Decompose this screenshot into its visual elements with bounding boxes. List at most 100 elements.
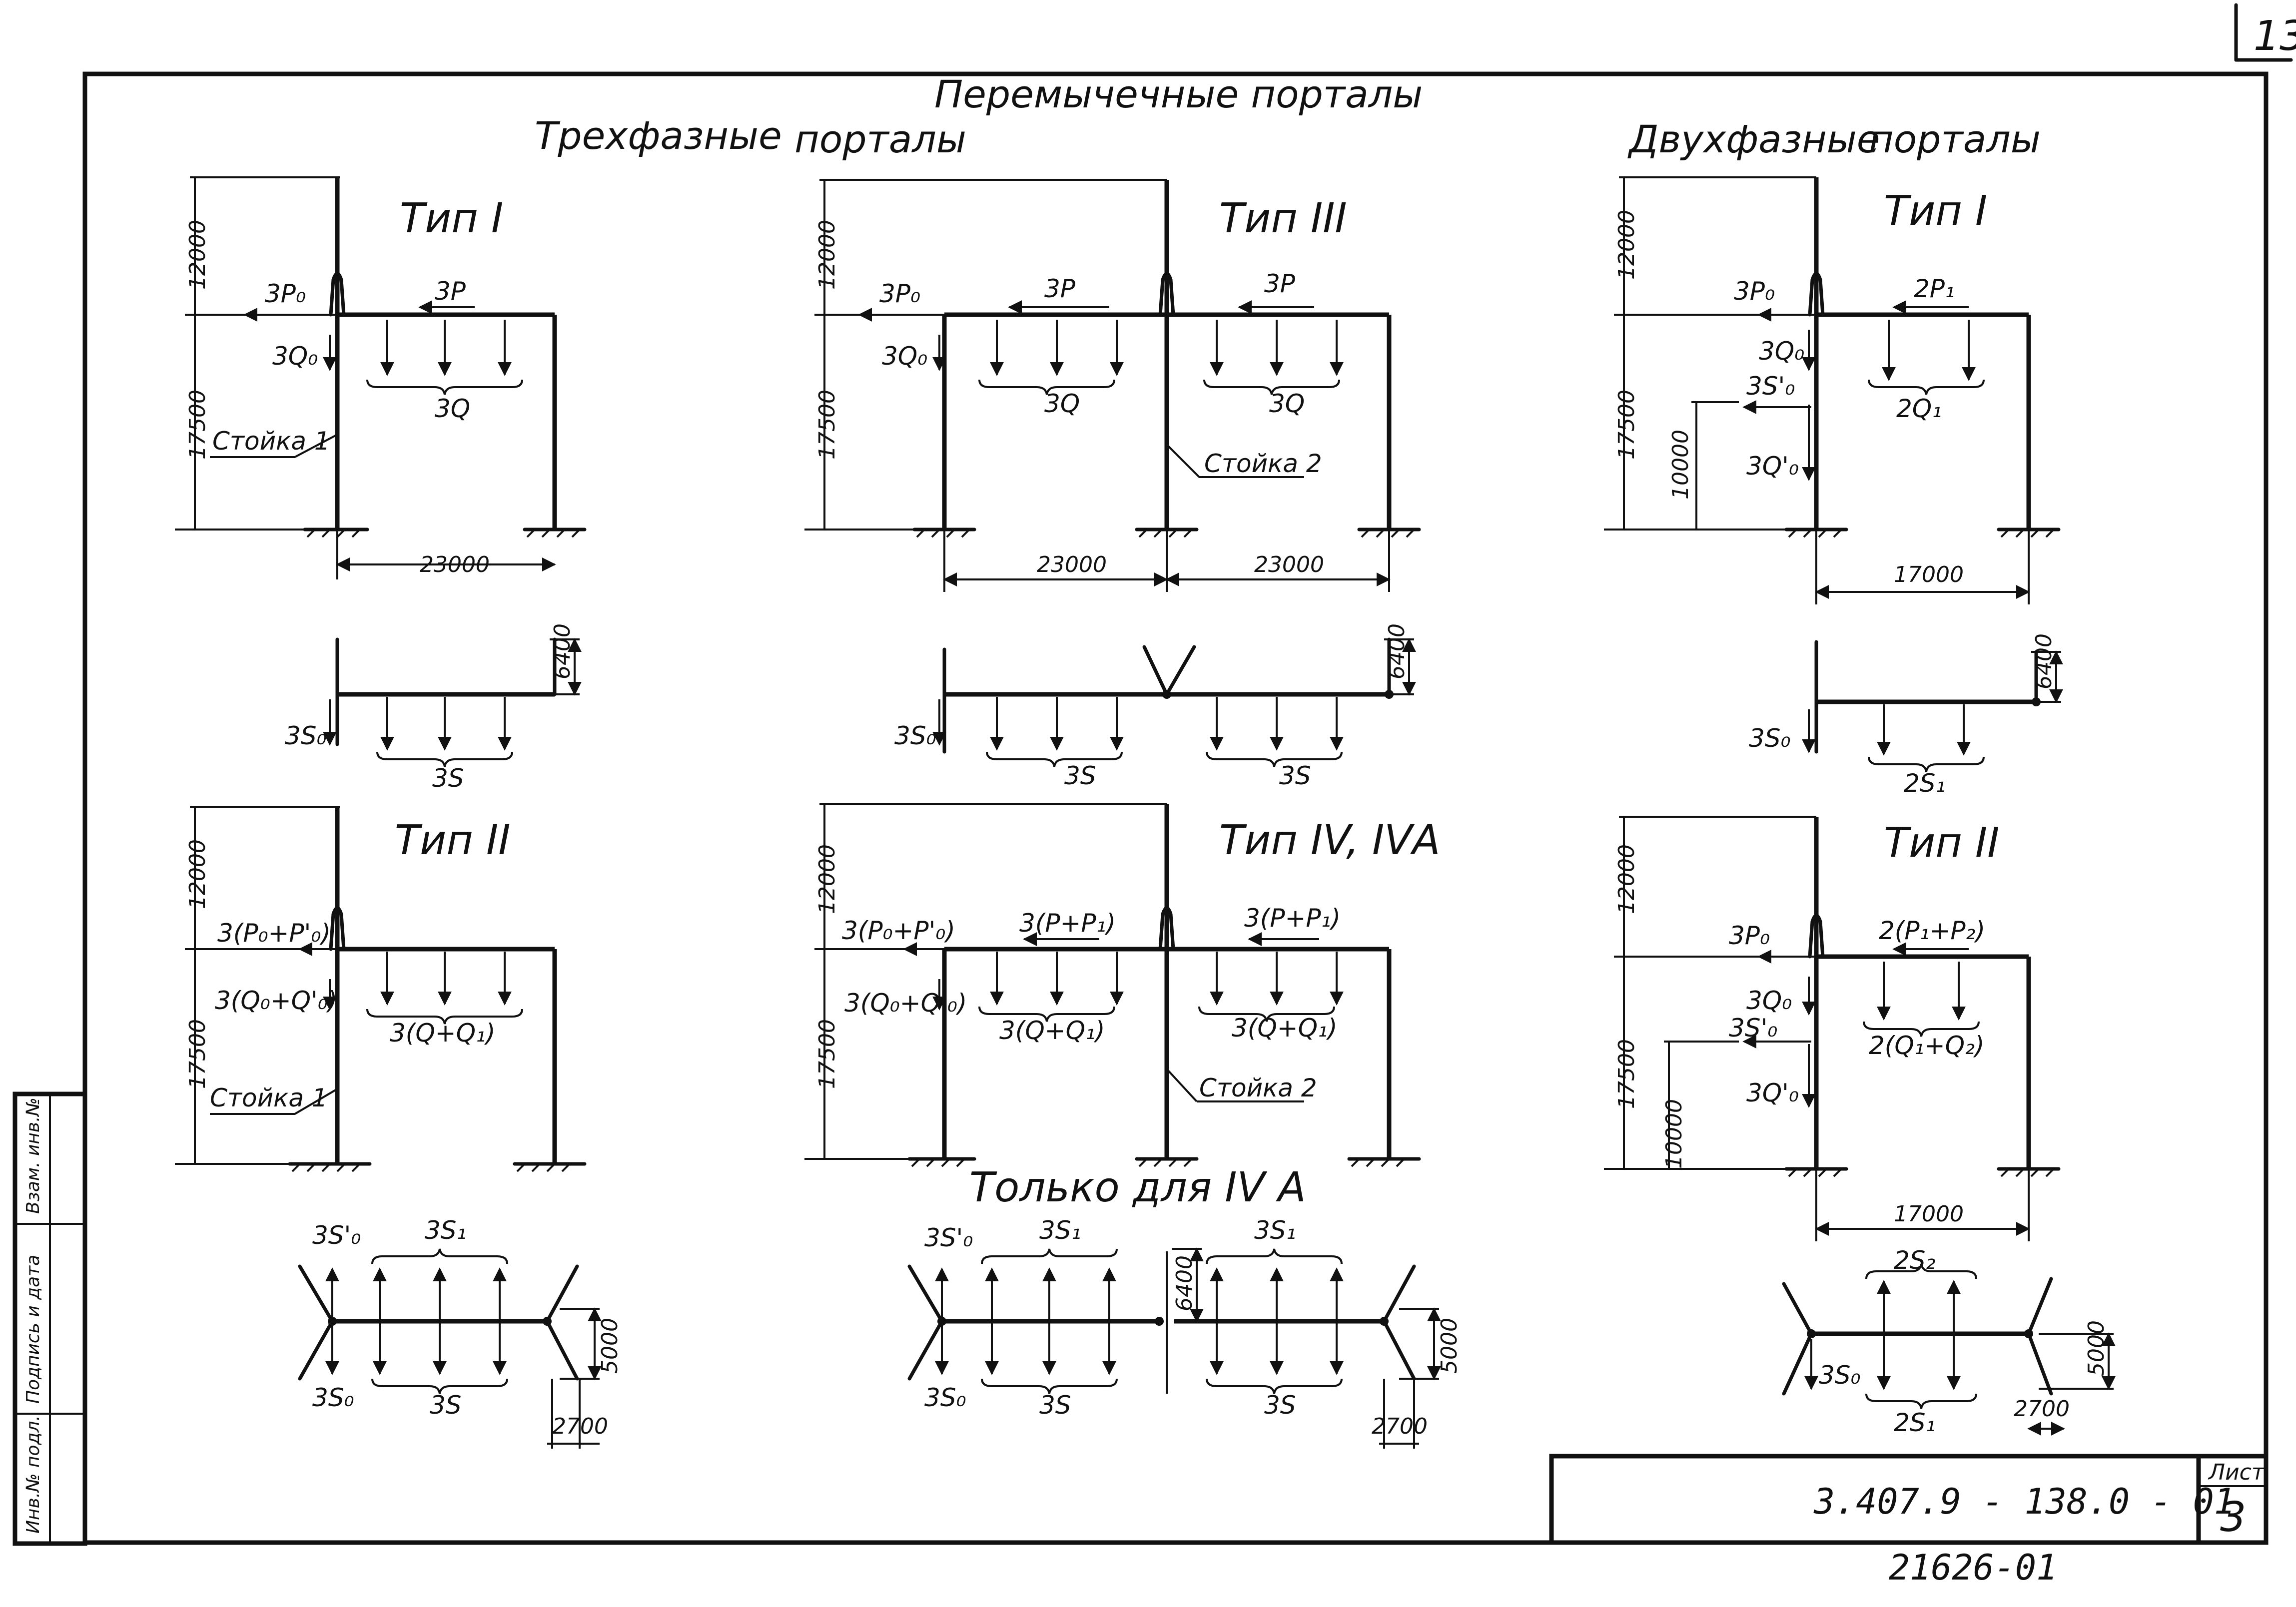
dim-17000-f: 17000	[1894, 1201, 1964, 1227]
dim-12000-a: 12000	[185, 220, 210, 290]
load-3s0-a: 3S₀	[285, 721, 327, 750]
load-p-p1-e2: 3(P+P₁)	[1244, 904, 1341, 933]
load-3s-e2: 3S	[1264, 1391, 1296, 1420]
dim-6400-e: 6400	[1172, 1255, 1197, 1311]
sheet-number: 3	[2220, 1494, 2246, 1541]
load-3s-b1: 3S	[1064, 761, 1096, 790]
load-3s0p-c: 3S'₀	[1746, 372, 1795, 401]
load-3q0-a: 3Q₀	[272, 342, 318, 371]
stoika-2-b: Стойка 2	[1204, 449, 1322, 478]
side-stamp	[12, 1091, 87, 1546]
load-2s1-f: 2S₁	[1894, 1408, 1936, 1437]
load-3q-a: 3Q	[435, 394, 470, 423]
portal-type-3	[804, 179, 1421, 592]
label-type-3: Тип III	[1219, 195, 1347, 242]
load-3s-e1: 3S	[1039, 1391, 1071, 1420]
title-block	[1549, 1454, 2269, 1545]
load-qq-d: 3(Q₀+Q'₀)	[215, 986, 337, 1015]
label-type-1-left: Тип I	[400, 195, 503, 242]
load-3p0-b: 3P₀	[879, 279, 920, 308]
dim-17500-b: 17500	[814, 390, 840, 460]
label-type-4: Тип IV, IVА	[1219, 817, 1440, 864]
dim-12000-d: 12000	[185, 839, 210, 909]
heading-two-phase: Двухфазные	[1627, 117, 1880, 161]
archive-number: 21626-01	[1889, 1547, 2057, 1588]
dim-6400-b: 6400	[1384, 623, 1410, 679]
load-3q0-b: 3Q₀	[882, 342, 927, 371]
load-pp-e: 3(P₀+P'₀)	[842, 916, 955, 945]
portal-type-4	[804, 803, 1421, 1167]
dim-17500-f: 17500	[1614, 1039, 1639, 1109]
dim-17500-a: 17500	[185, 390, 210, 460]
load-3s0-c: 3S₀	[1749, 724, 1791, 753]
load-3s0-b: 3S₀	[894, 721, 936, 750]
load-3s0p-e: 3S'₀	[924, 1223, 973, 1252]
dim-23000-b2: 23000	[1254, 552, 1324, 577]
load-3s0p-d: 3S'₀	[312, 1221, 361, 1250]
dim-17500-e: 17500	[814, 1019, 840, 1089]
load-3q0-c: 3Q₀	[1759, 337, 1804, 366]
portal-type-2-left	[175, 806, 587, 1172]
load-3p0-c: 3P₀	[1734, 277, 1775, 306]
plan-type-3	[932, 637, 1416, 767]
portal-type-1-right	[1604, 176, 2061, 604]
dim-2700-e: 2700	[1372, 1414, 1428, 1439]
load-3q0-f: 3Q₀	[1746, 986, 1792, 1015]
plan-type-1-left	[323, 637, 582, 767]
label-type-2-left: Тип II	[395, 817, 510, 864]
dim-10000-f: 10000	[1661, 1099, 1687, 1169]
load-3s-d: 3S	[430, 1391, 462, 1420]
load-3s1-e2: 3S₁	[1254, 1216, 1296, 1245]
load-2s2-f: 2S₂	[1894, 1246, 1936, 1275]
dim-17500-c: 17500	[1614, 390, 1639, 460]
dim-12000-f: 12000	[1614, 844, 1639, 914]
sheet-frame	[82, 3, 2293, 1545]
dim-2700-f: 2700	[2014, 1396, 2070, 1422]
heading-portals-left: порталы	[794, 117, 966, 161]
load-3s-b2: 3S	[1279, 761, 1311, 790]
load-p-p1-e1: 3(P+P₁)	[1019, 909, 1116, 938]
dim-12000-b: 12000	[814, 220, 840, 290]
load-3s0-e: 3S₀	[924, 1383, 966, 1412]
dim-23000-b1: 23000	[1037, 552, 1107, 577]
dim-5000-d: 5000	[597, 1318, 623, 1374]
dim-12000-e: 12000	[814, 844, 840, 914]
load-3s0-d: 3S₀	[312, 1383, 354, 1412]
load-3p0-f: 3P₀	[1729, 921, 1770, 950]
dim-2700-d: 2700	[552, 1414, 608, 1439]
drawing-code: 3.407.9 - 138.0 - 01	[1813, 1481, 2235, 1522]
load-3p-b1: 3P	[1044, 274, 1076, 303]
load-3p-a: 3P	[435, 277, 466, 306]
load-2p1-c: 2P₁	[1914, 274, 1955, 303]
stamp-inv: Инв.№ подл.	[23, 1415, 43, 1534]
sheet-label: Лист	[2208, 1460, 2265, 1485]
dim-6400-a: 6400	[550, 623, 575, 679]
label-type-2-right: Тип II	[1884, 819, 1999, 867]
dim-23000-a: 23000	[420, 552, 490, 577]
load-2s1-c: 2S₁	[1904, 769, 1946, 798]
load-q1q2-f: 2(Q₁+Q₂)	[1869, 1031, 1985, 1060]
load-3q-b1: 3Q	[1044, 389, 1080, 418]
stoika-2-e: Стойка 2	[1199, 1073, 1317, 1102]
heading-three-phase: Трехфазные	[535, 113, 782, 158]
load-3s1-d: 3S₁	[425, 1216, 467, 1245]
dim-17000-c: 17000	[1894, 562, 1964, 587]
dim-6400-c: 6400	[2031, 633, 2057, 689]
dim-12000-c: 12000	[1614, 210, 1639, 280]
load-3s1-e1: 3S₁	[1039, 1216, 1081, 1245]
load-3q0p-f: 3Q'₀	[1746, 1078, 1799, 1107]
stamp-replace: Взам. инв.№	[23, 1097, 43, 1214]
load-2q1-c: 2Q₁	[1896, 394, 1942, 423]
load-q-q1-e1: 3(Q+Q₁)	[999, 1016, 1105, 1045]
load-qq-e: 3(Q₀+Q'₀)	[844, 989, 967, 1018]
load-q-q1-d: 3(Q+Q₁)	[390, 1019, 495, 1048]
portal-type-2-right	[1604, 816, 2061, 1241]
load-3q-b2: 3Q	[1269, 389, 1305, 418]
dim-5000-e: 5000	[1437, 1318, 1462, 1374]
load-p1p2-f: 2(P₁+P₂)	[1879, 916, 1985, 945]
heading-main: Перемычечные порталы	[934, 72, 1423, 116]
label-type-1-right: Тип I	[1884, 187, 1987, 235]
load-3p-b2: 3P	[1264, 269, 1296, 298]
